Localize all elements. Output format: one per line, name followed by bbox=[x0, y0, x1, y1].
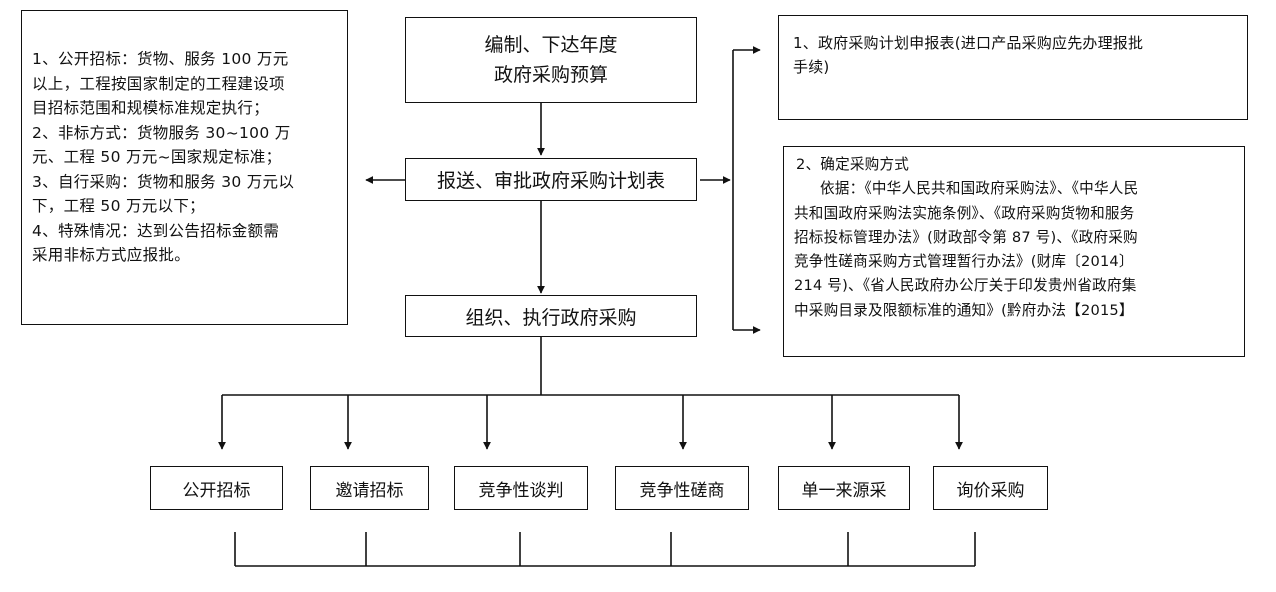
right-bottom-line: 依据：《中华人民共和国政府采购法》、《中华人民 bbox=[820, 180, 1139, 198]
right-bottom-line: 中采购目录及限额标准的通知》(黔府办法【2015】 bbox=[794, 301, 1134, 319]
method-competitive-consultation: 竞争性磋商 bbox=[615, 466, 749, 510]
step-plan-approval-box: 报送、审批政府采购计划表 bbox=[405, 158, 697, 201]
method-invited-tender: 邀请招标 bbox=[310, 466, 429, 510]
right-bottom-line: 招标投标管理办法》(财政部令第 87 号)、《政府采购 bbox=[794, 228, 1138, 246]
left-notes-box: 1、公开招标：货物、服务 100 万元 以上，工程按国家制定的工程建设项 目招标… bbox=[21, 10, 348, 325]
right-bottom-heading: 2、确定采购方式 bbox=[796, 156, 910, 173]
method-label: 询价采购 bbox=[956, 480, 1025, 501]
left-note-line: 2、非标方式：货物服务 30~100 万 bbox=[32, 123, 291, 142]
method-competitive-negotiation: 竞争性谈判 bbox=[454, 466, 588, 510]
step-execute-box: 组织、执行政府采购 bbox=[405, 295, 697, 337]
left-note-line: 4、特殊情况：达到公告招标金额需 bbox=[32, 221, 280, 240]
left-note-line: 下，工程 50 万元以下； bbox=[32, 197, 205, 215]
right-bottom-line: 竞争性磋商采购方式管理暂行办法》(财库〔2014〕 bbox=[794, 253, 1134, 271]
right-bottom-line: 214 号)、《省人民政府办公厅关于印发贵州省政府集 bbox=[794, 277, 1137, 295]
right-bottom-line: 共和国政府采购法实施条例》、《政府采购货物和服务 bbox=[794, 204, 1135, 222]
right-top-line: 手续) bbox=[793, 58, 830, 77]
left-note-line: 1、公开招标：货物、服务 100 万元 bbox=[32, 50, 289, 68]
step-budget-line-2: 政府采购预算 bbox=[493, 64, 608, 86]
left-note-line: 以上，工程按国家制定的工程建设项 bbox=[32, 74, 285, 93]
method-label: 单一来源采 bbox=[801, 480, 887, 501]
right-bottom-box: 2、确定采购方式 依据：《中华人民共和国政府采购法》、《中华人民 共和国政府采购… bbox=[783, 146, 1245, 357]
step-budget-box: 编制、下达年度 政府采购预算 bbox=[405, 17, 697, 103]
method-open-tender: 公开招标 bbox=[150, 466, 283, 510]
left-note-line: 元、工程 50 万元~国家规定标准； bbox=[32, 148, 282, 166]
right-top-box: 1、政府采购计划申报表(进口产品采购应先办理报批 手续) bbox=[778, 15, 1248, 120]
step-budget-line-1: 编制、下达年度 bbox=[484, 34, 618, 56]
method-inquiry: 询价采购 bbox=[933, 466, 1048, 510]
left-note-line: 目招标范围和规模标准规定执行； bbox=[32, 99, 270, 117]
left-note-line: 采用非标方式应报批。 bbox=[32, 246, 191, 264]
method-label: 邀请招标 bbox=[335, 480, 404, 501]
method-single-source: 单一来源采 bbox=[778, 466, 910, 510]
method-label: 竞争性谈判 bbox=[478, 480, 564, 501]
step-execute-label: 组织、执行政府采购 bbox=[465, 306, 637, 329]
right-top-line: 1、政府采购计划申报表(进口产品采购应先办理报批 bbox=[793, 34, 1144, 52]
method-label: 公开招标 bbox=[182, 480, 251, 501]
left-note-line: 3、自行采购：货物和服务 30 万元以 bbox=[32, 172, 295, 191]
method-label: 竞争性磋商 bbox=[639, 480, 725, 501]
step-plan-approval-label: 报送、审批政府采购计划表 bbox=[436, 170, 665, 192]
